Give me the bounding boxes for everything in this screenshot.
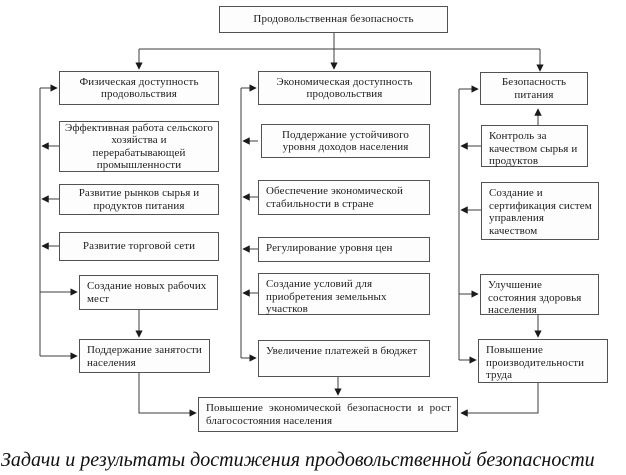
node-budget-payments: Увеличение платежей в бюджет (258, 340, 430, 377)
node-health-improvement: Улучшение состояния здоровья населения (480, 274, 599, 316)
node-agriculture-efficiency: Эффективная работа сельского хозяйства и… (59, 121, 219, 172)
diagram-caption: Задачи и результаты достижения продоволь… (1, 449, 595, 471)
node-final-result: Повышение экономической безопасности и р… (198, 397, 458, 432)
node-physical-availability: Физическая доступность продовольствия (59, 71, 219, 105)
node-land-plots: Создание условий для приобретения земель… (258, 273, 430, 315)
node-new-jobs: Создание новых рабочих мест (79, 275, 218, 310)
node-economic-stability: Обеспечение экономической стабильности в… (258, 180, 430, 215)
node-employment-support: Поддержание занятости населения (79, 339, 210, 373)
node-food-security: Продовольственная безопасность (219, 6, 448, 33)
node-trade-network: Развитие торговой сети (59, 232, 219, 261)
node-economic-availability: Экономическая доступность продовольствия (258, 71, 431, 105)
node-quality-control: Контроль за качеством сырья и продуктов (481, 125, 588, 167)
node-raw-food-markets: Развитие рынков сырья и продуктов питани… (59, 184, 219, 215)
node-quality-systems: Создание и сертификация систем управлени… (481, 182, 599, 240)
node-nutrition-safety: Безопасность питания (480, 72, 588, 105)
connector-productivity-to-final (460, 382, 539, 417)
node-income-level: Поддержание устойчивого уровня доходов н… (261, 124, 430, 158)
node-price-regulation: Регулирование уровня цен (258, 237, 430, 262)
connector-employment-to-final (138, 373, 197, 417)
node-labor-productivity: Повышение производительности труда (478, 339, 608, 383)
